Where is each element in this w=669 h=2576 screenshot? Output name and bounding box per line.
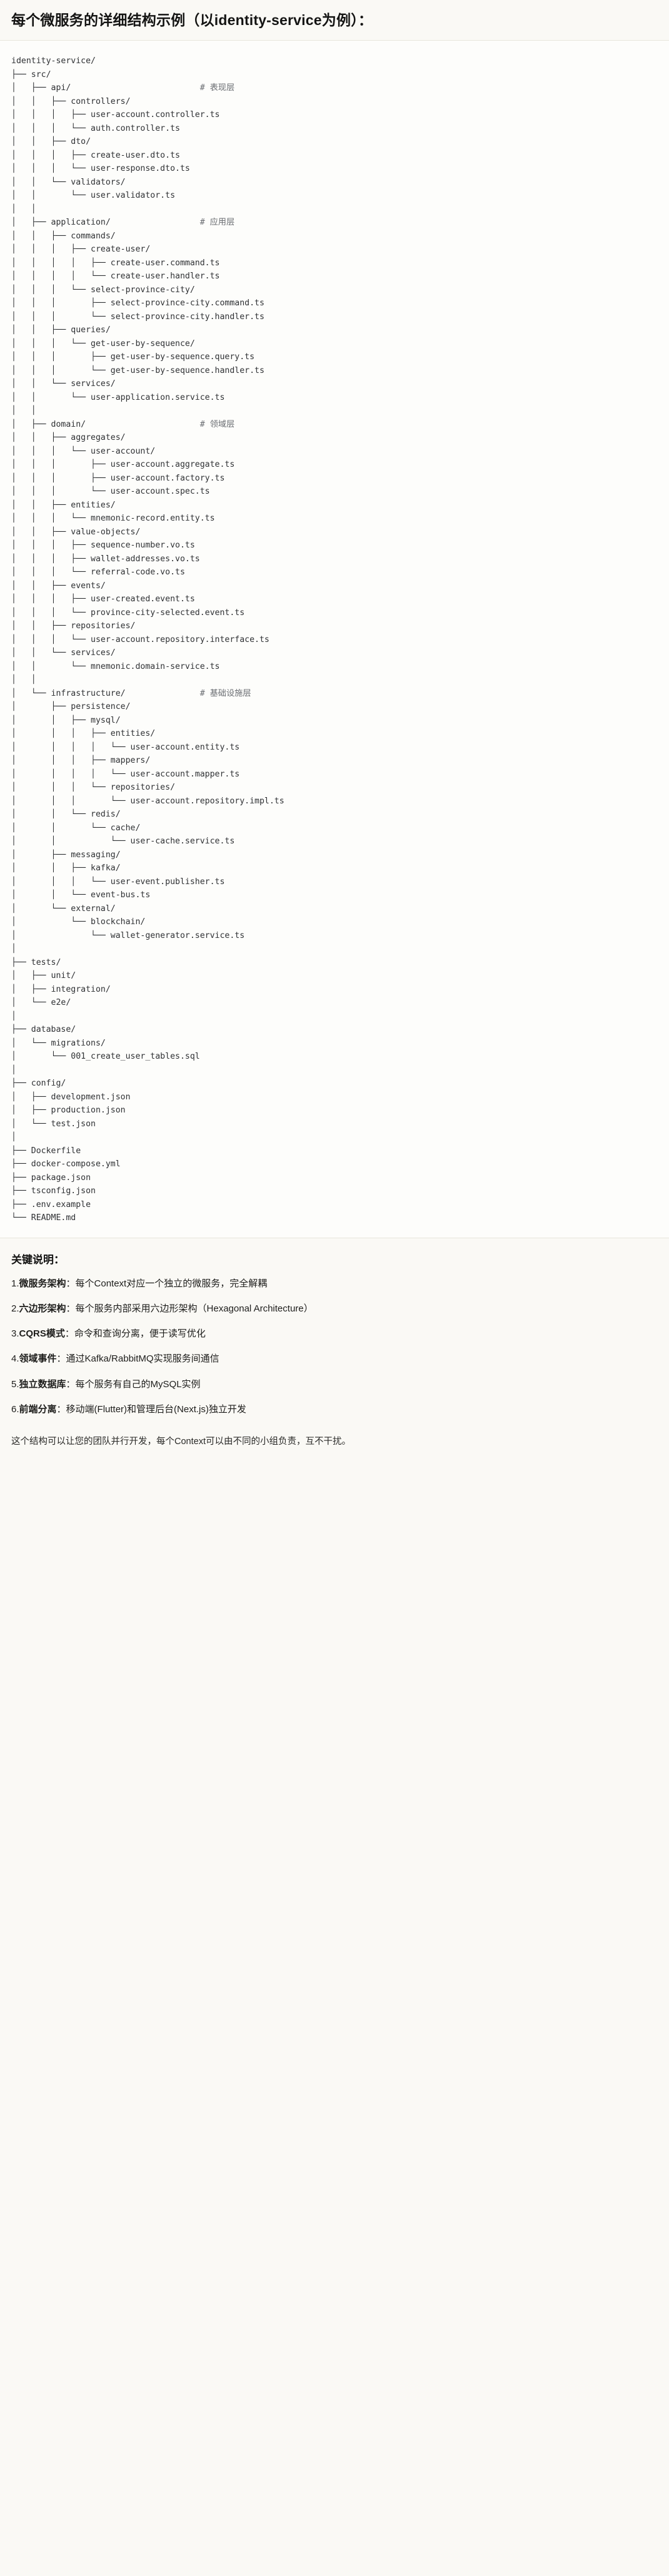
key-notes-title: 关键说明： [11,1253,64,1266]
closing-paragraph: 这个结构可以让您的团队并行开发，每个Context可以由不同的小组负责，互不干扰… [11,1437,351,1447]
note-item: 1.微服务架构：每个Context对应一个独立的微服务，完全解耦 [11,1276,658,1291]
note-body: ：移动端(Flutter)和管理后台(Next.js)独立开发 [56,1403,246,1415]
note-term: 六边形架构 [19,1303,66,1314]
note-number: 2. [11,1303,19,1314]
directory-tree: identity-service/ ├── src/ │ ├── api/ # … [11,56,284,1223]
layer-comment: # 领域层 [199,419,235,429]
note-body: ：命令和查询分离，便于读写优化 [64,1328,206,1340]
note-number: 4. [11,1353,19,1365]
note-term: CQRS模式 [19,1328,65,1340]
note-number: 3. [11,1328,19,1340]
note-term: 微服务架构 [19,1278,66,1289]
note-body: ：通过Kafka/RabbitMQ实现服务间通信 [56,1353,219,1365]
note-number: 5. [11,1378,19,1390]
note-item: 5.独立数据库：每个服务有自己的MySQL实例 [11,1377,658,1392]
note-number: 6. [11,1403,19,1415]
layer-comment: # 表现层 [199,83,235,93]
layer-comment: # 基础设施层 [199,688,251,698]
note-term: 前端分离 [19,1403,57,1415]
note-number: 1. [11,1278,19,1289]
note-item: 4.领域事件：通过Kafka/RabbitMQ实现服务间通信 [11,1352,658,1366]
note-body: ：每个Context对应一个独立的微服务，完全解耦 [66,1278,268,1289]
title-divider [0,40,669,41]
note-body: ：每个服务有自己的MySQL实例 [66,1378,201,1390]
document-page: 每个微服务的详细结构示例（以identity-service为例）： ident… [0,12,669,1447]
directory-tree-block: identity-service/ ├── src/ │ ├── api/ # … [0,41,669,1238]
note-item: 2.六边形架构：每个服务内部采用六边形架构（Hexagonal Architec… [11,1301,658,1316]
key-notes-section: 关键说明： 1.微服务架构：每个Context对应一个独立的微服务，完全解耦 2… [0,1238,669,1433]
note-term: 独立数据库 [19,1378,66,1390]
layer-comment: # 应用层 [199,218,235,228]
note-item: 6.前端分离：移动端(Flutter)和管理后台(Next.js)独立开发 [11,1402,658,1417]
page-title: 每个微服务的详细结构示例（以identity-service为例）： [11,12,373,28]
note-item: 3.CQRS模式：命令和查询分离，便于读写优化 [11,1326,658,1341]
note-term: 领域事件 [19,1353,57,1365]
note-body: ：每个服务内部采用六边形架构（Hexagonal Architecture） [66,1303,313,1314]
